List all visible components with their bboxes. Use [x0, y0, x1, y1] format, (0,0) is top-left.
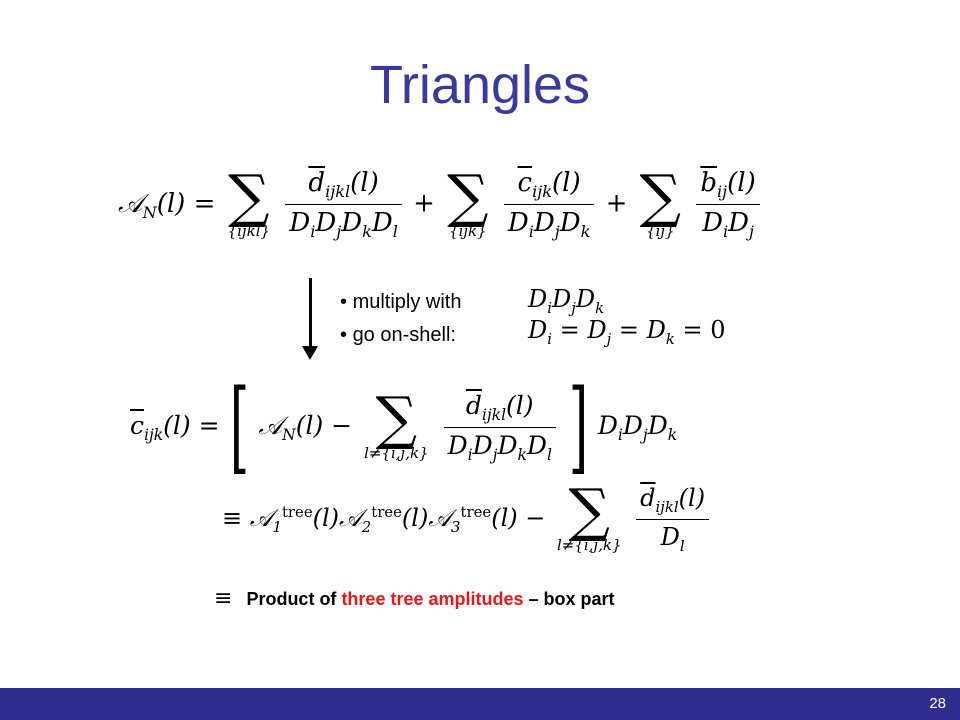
eq1-lim-bubble: {ij}: [646, 221, 675, 240]
eq1-sum-box: ∑{ijkl}: [227, 161, 271, 240]
page-number: 28: [929, 695, 946, 712]
slide-title: Triangles: [369, 55, 591, 115]
eq1-lim-box: {ijkl}: [227, 221, 271, 240]
eq2-lim: l≠{i,j,k}: [364, 444, 429, 462]
eq3-sum: ∑l≠{i,j,k}: [556, 476, 622, 555]
eq1-bubble-fraction: bij(l) DiDj: [696, 168, 760, 241]
eq2-sum: ∑l≠{i,j,k}: [364, 384, 429, 462]
bullet-math-product: DiDjDk: [528, 285, 605, 317]
equiv-symbol: ≡: [214, 586, 233, 611]
down-arrow-shaft: [309, 278, 312, 350]
caption-part1: Product of: [246, 589, 342, 609]
eq2-fraction: dijkl(l) DiDjDkDl: [443, 391, 556, 464]
footer-bar: 28: [0, 688, 960, 720]
eq1-sum-bubble: ∑{ij}: [639, 161, 682, 240]
amplitude-decomposition-equation: 𝒜N(l) = ∑{ijkl} dijkl(l) DiDjDkDl + ∑{ij…: [118, 161, 763, 241]
caption-highlight: three tree amplitudes: [341, 589, 524, 609]
bullet-multiply: multiply with: [340, 286, 462, 319]
eq1-box-fraction: dijkl(l) DiDjDkDl: [285, 168, 402, 241]
triangle-coefficient-equation: cijk(l) = [ 𝒜N(l) − ∑l≠{i,j,k} dijkl(l) …: [130, 368, 678, 485]
bullet-on-shell: go on-shell:: [340, 319, 461, 352]
down-arrow-icon: [302, 346, 318, 360]
eq1-sum-triangle: ∑{ijk}: [447, 161, 489, 240]
bullet-list: multiply with go on-shell:: [340, 286, 462, 352]
tree-product-equation: ≡ 𝒜1tree(l)𝒜2tree(l)𝒜3tree(l) − ∑l≠{i,j,…: [222, 476, 712, 555]
product-caption: ≡ Product of three tree amplitudes – box …: [214, 586, 615, 611]
caption-part3: – box part: [523, 589, 615, 609]
eq1-lhs: 𝒜N(l) =: [118, 188, 216, 222]
eq1-triangle-fraction: cijk(l) DiDjDk: [503, 168, 595, 241]
eq3-lim: l≠{i,j,k}: [556, 536, 622, 555]
eq3-fraction: dijkl(l) Dl: [636, 484, 710, 555]
eq1-lim-triangle: {ijk}: [449, 221, 487, 240]
bullet-math-onshell: Di = Dj = Dk = 0: [528, 316, 726, 348]
